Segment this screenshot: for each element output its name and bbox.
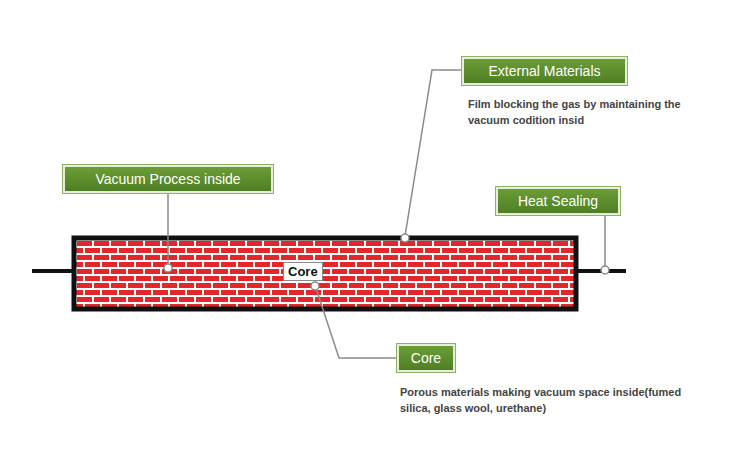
box-text: Vacuum Process inside (75, 171, 261, 187)
core-tag: Core (283, 262, 323, 281)
description-note: Porous materials making vacuum space ins… (400, 384, 710, 416)
leader-line (311, 282, 397, 358)
callout-box: Core (397, 344, 455, 372)
callout-box: Vacuum Process inside (63, 165, 273, 193)
callout-box: Heat Sealing (496, 187, 620, 215)
core-bricks (74, 238, 576, 309)
leader-dots (164, 234, 609, 274)
box-text: Heat Sealing (508, 193, 608, 209)
box-text: External Materials (474, 63, 615, 79)
callout-box: External Materials (462, 57, 627, 85)
description-note: Film blocking the gas by maintaining the… (468, 96, 718, 128)
box-text: Core (409, 350, 443, 366)
box-text: Core (288, 264, 318, 279)
